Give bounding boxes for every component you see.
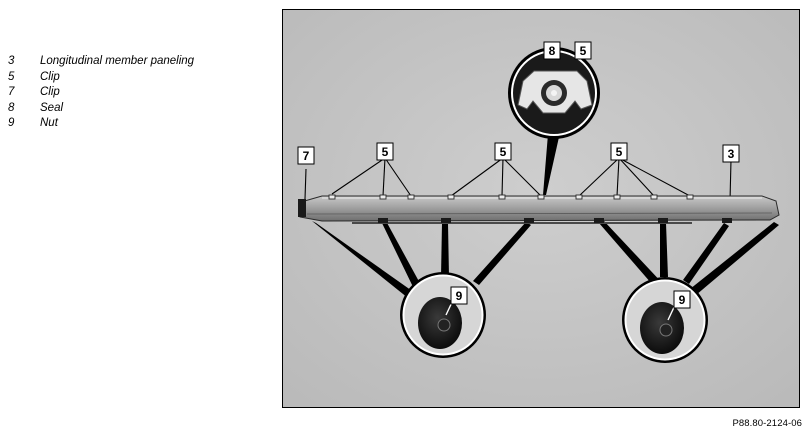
detail-circle-nut-right	[622, 277, 708, 363]
callout-9-right: 9	[673, 290, 691, 309]
svg-text:5: 5	[382, 145, 389, 159]
legend-item-text: Clip	[40, 86, 60, 98]
svg-text:9: 9	[456, 289, 463, 303]
figure-photo: 8 5 7 5 5 5 3 9	[282, 9, 800, 408]
svg-text:7: 7	[303, 149, 310, 163]
figure-illustration: 8 5 7 5 5 5 3 9	[282, 9, 800, 408]
detail-circle-nut-left	[400, 272, 486, 358]
legend-list: 3 Longitudinal member paneling 5 Clip 7 …	[8, 54, 268, 132]
svg-text:5: 5	[616, 145, 623, 159]
callout-5-right: 5	[610, 142, 628, 161]
legend-item: 5 Clip	[8, 70, 268, 86]
callout-9-left: 9	[450, 286, 468, 305]
svg-text:8: 8	[549, 44, 556, 58]
legend-item-number: 3	[8, 55, 15, 67]
legend-item: 3 Longitudinal member paneling	[8, 54, 268, 70]
leader-wedges-lower	[312, 221, 779, 298]
callout-7: 7	[297, 146, 315, 165]
legend-item: 8 Seal	[8, 101, 268, 117]
callout-5-left: 5	[376, 142, 394, 161]
leader-wedge-upper	[543, 134, 559, 195]
legend-item: 9 Nut	[8, 116, 268, 132]
legend-item-text: Clip	[40, 70, 60, 83]
legend-item-text: Nut	[40, 117, 58, 129]
svg-text:5: 5	[580, 44, 587, 58]
legend-item-number: 5	[8, 70, 15, 83]
panel-nut-mounts	[378, 218, 732, 223]
detail-circle-clip-seal	[508, 47, 600, 139]
callout-8: 8	[543, 41, 561, 60]
legend-item-number: 8	[8, 101, 15, 114]
legend-item-text: Seal	[40, 101, 64, 114]
legend-item-number: 9	[8, 117, 15, 129]
longitudinal-member-paneling	[298, 195, 780, 224]
panel-clips	[328, 194, 694, 200]
legend-item-text: Longitudinal member paneling	[40, 55, 195, 67]
legend-item: 7 Clip	[8, 85, 268, 101]
leader-lines	[304, 157, 732, 202]
callout-3: 3	[722, 144, 740, 163]
callout-5-middle: 5	[494, 142, 512, 161]
svg-text:3: 3	[728, 147, 735, 161]
svg-text:5: 5	[500, 145, 507, 159]
callout-5-detail: 5	[574, 41, 592, 60]
svg-text:9: 9	[679, 293, 686, 307]
figure-code: P88.80-2124-06	[732, 418, 802, 429]
legend-item-number: 7	[8, 86, 15, 98]
